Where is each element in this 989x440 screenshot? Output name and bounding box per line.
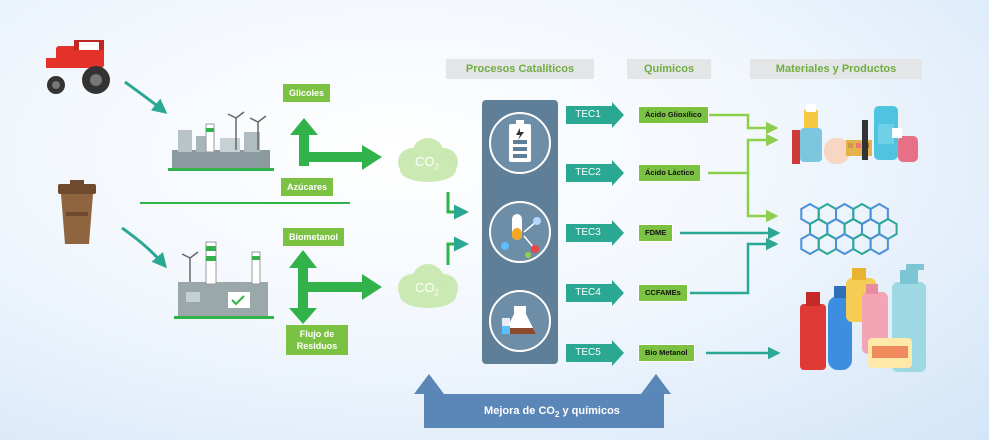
hexagon-cell bbox=[852, 232, 872, 256]
header-quimicos: Químicos bbox=[627, 59, 711, 79]
biorefinery-icon bbox=[168, 111, 274, 171]
tec1-label: TEC1 bbox=[575, 109, 601, 120]
hexagon-cell bbox=[800, 232, 820, 256]
chem-ccfames: CCFAMEs bbox=[638, 284, 688, 302]
co2-cloud-top bbox=[398, 138, 458, 182]
tractor-icon bbox=[46, 40, 110, 94]
chem-fdme: FDME bbox=[638, 224, 674, 242]
header-procesos: Procesos Catalíticos bbox=[446, 59, 594, 79]
hexagon-cell bbox=[869, 232, 889, 256]
hexagon-cell bbox=[817, 232, 837, 256]
tec3-label: TEC3 bbox=[575, 227, 601, 238]
tec2-arrow bbox=[566, 160, 624, 186]
feedback-label: Mejora de CO2 y químicos bbox=[484, 405, 620, 420]
battery-icon bbox=[489, 112, 551, 174]
bin-to-plant-arrow bbox=[121, 226, 167, 269]
chem-acido-glioxilico: Ácido Glioxílico bbox=[638, 106, 709, 124]
co2-label-bottom: CO2 bbox=[415, 280, 439, 298]
tec4-arrow bbox=[566, 280, 624, 306]
cosmetics-icon bbox=[792, 104, 918, 164]
tec5-label: TEC5 bbox=[575, 347, 601, 358]
flask-icon bbox=[489, 290, 551, 352]
top-branch-arrow bbox=[290, 118, 382, 170]
label-flujo-residuos: Flujo de Residuos bbox=[286, 325, 348, 355]
chemistry-icon bbox=[489, 201, 551, 263]
tec3-arrow bbox=[566, 220, 624, 246]
tec5-arrow bbox=[566, 340, 624, 366]
label-azucares: Azúcares bbox=[281, 178, 334, 196]
tec2-label: TEC2 bbox=[575, 167, 601, 178]
label-biometanol: Biometanol bbox=[283, 228, 345, 246]
waste-bin-icon bbox=[58, 180, 96, 244]
tec4-label: TEC4 bbox=[575, 287, 601, 298]
header-materiales: Materiales y Productos bbox=[750, 59, 922, 79]
tractor-to-plant-arrow bbox=[124, 80, 168, 114]
waste-plant-icon bbox=[174, 241, 274, 319]
polymer-hexagon-icon bbox=[800, 202, 898, 256]
tec-arrows bbox=[566, 102, 624, 366]
chem-to-product-teal-arrows bbox=[680, 226, 781, 360]
tec1-arrow bbox=[566, 102, 624, 128]
hexagon-cell bbox=[835, 232, 855, 256]
bottom-branch-arrow bbox=[289, 250, 382, 324]
cloud-to-panel-arrows bbox=[446, 192, 469, 265]
chem-acido-lactico: Ácido Láctico bbox=[638, 164, 702, 182]
co2-label-top: CO2 bbox=[415, 154, 439, 172]
chem-to-product-arrows bbox=[708, 113, 779, 223]
label-glicoles: Glicoles bbox=[283, 84, 331, 102]
co2-cloud-bottom bbox=[398, 264, 458, 308]
chem-bio-metanol: Bio Metanol bbox=[638, 344, 695, 362]
plastic-containers-icon bbox=[800, 264, 926, 372]
feedback-arrow bbox=[414, 374, 671, 428]
